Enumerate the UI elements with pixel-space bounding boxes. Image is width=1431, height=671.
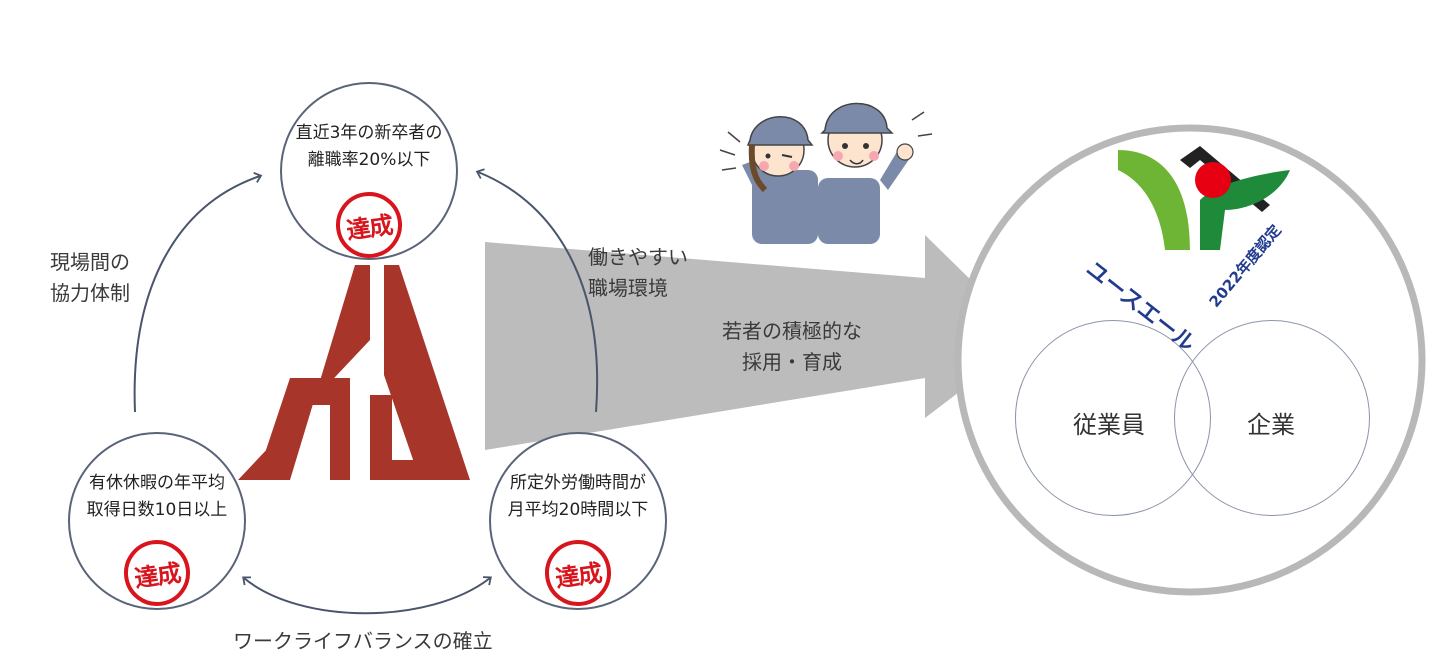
goal-right-line2: 月平均20時間以下 bbox=[507, 500, 649, 521]
cycle-arrow-bottom bbox=[242, 576, 492, 615]
achieved-stamp: 達成 bbox=[119, 535, 195, 611]
venn-circle-company bbox=[1174, 320, 1370, 516]
goal-circle-right: 所定外労働時間が 月平均20時間以下 達成 bbox=[489, 432, 667, 611]
cycle-label-bottom: ワークライフバランスの確立 bbox=[233, 629, 493, 653]
venn-label-employees: 従業員 bbox=[1073, 411, 1145, 439]
goal-left-line2: 取得日数10日以上 bbox=[86, 500, 228, 521]
achieved-stamp: 達成 bbox=[540, 535, 616, 611]
company-logo bbox=[238, 265, 470, 480]
achieved-stamp: 達成 bbox=[331, 187, 407, 263]
goal-top-line1: 直近3年の新卒者の bbox=[295, 123, 443, 143]
arrow-text-line2: 採用・育成 bbox=[742, 350, 842, 374]
cycle-label-right: 働きやすい 職場環境 bbox=[588, 242, 688, 304]
venn-label-company: 企業 bbox=[1247, 411, 1295, 439]
cycle-label-left: 現場間の 協力体制 bbox=[50, 247, 130, 309]
cycle-arrow-right bbox=[475, 168, 599, 413]
workers-illustration bbox=[719, 102, 933, 244]
cycle-label-right-line2: 職場環境 bbox=[588, 276, 668, 300]
goal-right-line1: 所定外労働時間が bbox=[510, 473, 646, 493]
goal-left-line1: 有休休暇の年平均 bbox=[89, 473, 225, 493]
arrow-text: 若者の積極的な 採用・育成 bbox=[722, 316, 862, 378]
goal-circle-top: 直近3年の新卒者の 離職率20%以下 達成 bbox=[280, 82, 458, 263]
cycle-label-left-line1: 現場間の bbox=[50, 250, 130, 274]
youth-yell-badge bbox=[1118, 146, 1290, 250]
cycle-label-right-line1: 働きやすい bbox=[588, 245, 688, 269]
flow-arrow bbox=[485, 235, 1030, 450]
goal-circle-left: 有休休暇の年平均 取得日数10日以上 達成 bbox=[68, 432, 246, 611]
goal-top-line2: 離職率20%以下 bbox=[307, 150, 431, 171]
cycle-arrow-left bbox=[133, 172, 263, 413]
cycle-label-left-line2: 協力体制 bbox=[50, 281, 130, 305]
arrow-text-line1: 若者の積極的な bbox=[722, 319, 862, 343]
